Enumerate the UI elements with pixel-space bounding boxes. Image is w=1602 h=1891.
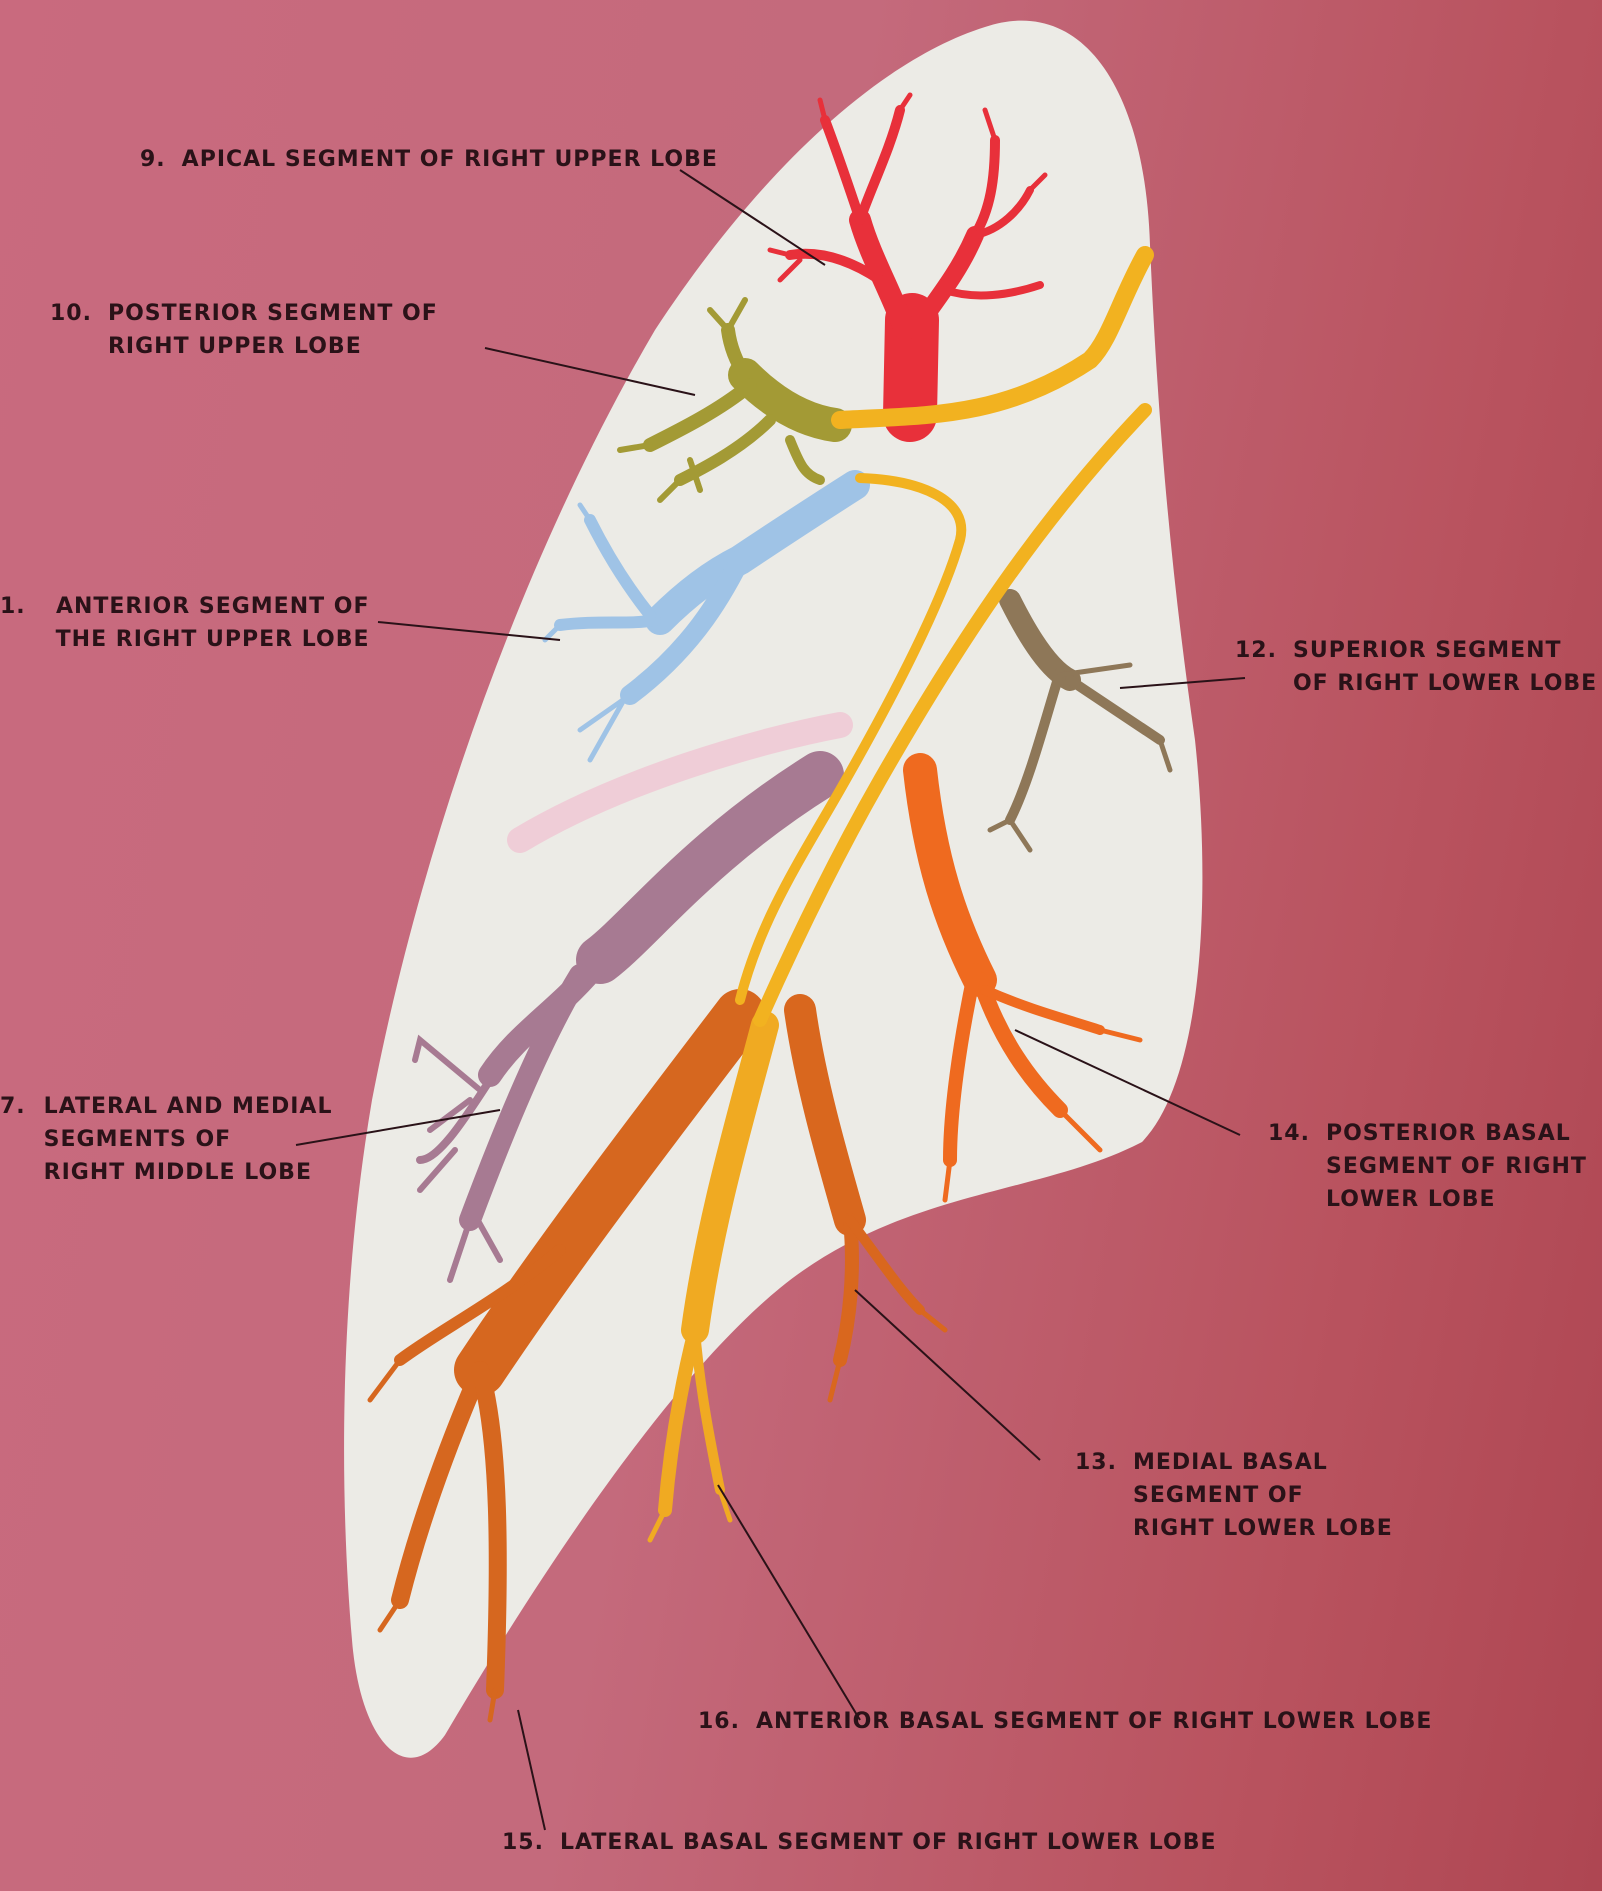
label-number: 9.: [140, 143, 166, 176]
label-line: LATERAL BASAL SEGMENT OF RIGHT LOWER LOB…: [560, 1826, 1217, 1859]
label-lateral-basal-segment: 15. LATERAL BASAL SEGMENT OF RIGHT LOWER …: [502, 1826, 1217, 1859]
label-number: 15.: [502, 1826, 544, 1859]
right-lung-silhouette: [344, 21, 1202, 1758]
label-line: SEGMENT OF RIGHT: [1326, 1150, 1587, 1183]
label-line: SEGMENTS OF: [44, 1123, 333, 1156]
label-line: SUPERIOR SEGMENT: [1293, 634, 1597, 667]
label-number: 7.: [0, 1090, 26, 1123]
label-line: ANTERIOR BASAL SEGMENT OF RIGHT LOWER LO…: [756, 1705, 1432, 1738]
label-line: LATERAL AND MEDIAL: [44, 1090, 333, 1123]
label-anterior-basal-segment: 16. ANTERIOR BASAL SEGMENT OF RIGHT LOWER…: [698, 1705, 1432, 1738]
label-line: POSTERIOR SEGMENT OF: [108, 297, 438, 330]
label-line: RIGHT LOWER LOBE: [1133, 1512, 1393, 1545]
label-line: POSTERIOR BASAL: [1326, 1117, 1587, 1150]
label-line: THE RIGHT UPPER LOBE: [56, 623, 370, 656]
label-line: ANTERIOR SEGMENT OF: [56, 590, 370, 623]
label-line: MEDIAL BASAL: [1133, 1446, 1393, 1479]
label-line: SEGMENT OF: [1133, 1479, 1393, 1512]
label-number: 14.: [1268, 1117, 1310, 1150]
label-line: OF RIGHT LOWER LOBE: [1293, 667, 1597, 700]
label-line: RIGHT UPPER LOBE: [108, 330, 438, 363]
label-apical-segment: 9. APICAL SEGMENT OF RIGHT UPPER LOBE: [140, 143, 718, 176]
label-number: 10.: [50, 297, 92, 330]
leader-medial-basal: [855, 1290, 1040, 1460]
leader-anterior-basal: [718, 1485, 860, 1720]
label-number: 12.: [1235, 634, 1277, 667]
label-line: RIGHT MIDDLE LOBE: [44, 1156, 333, 1189]
leader-lateral-basal: [518, 1710, 545, 1830]
label-number: 16.: [698, 1705, 740, 1738]
label-line: APICAL SEGMENT OF RIGHT UPPER LOBE: [182, 143, 718, 176]
label-number: 1.: [0, 590, 26, 623]
label-number: 13.: [1075, 1446, 1117, 1479]
label-line: LOWER LOBE: [1326, 1183, 1587, 1216]
